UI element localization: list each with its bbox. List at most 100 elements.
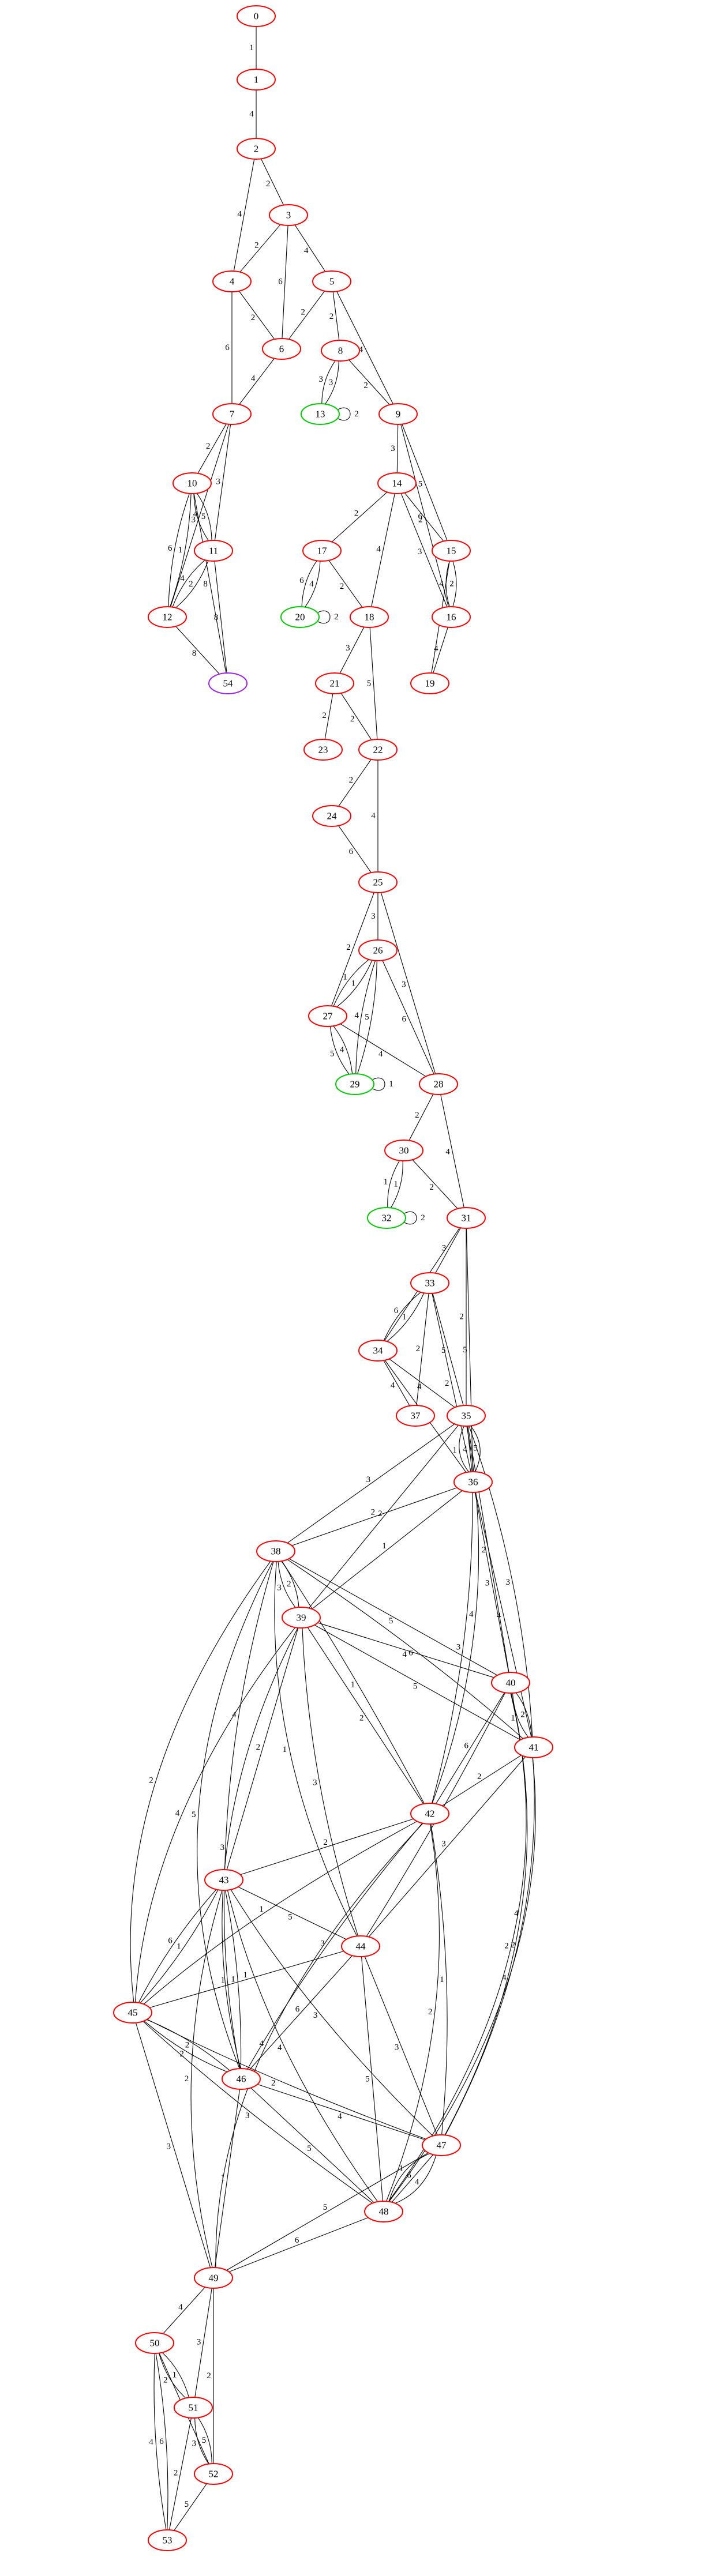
- node-45[interactable]: 45: [113, 2002, 152, 2024]
- edge-44-47: [364, 1956, 438, 2135]
- node-51[interactable]: 51: [174, 2397, 213, 2419]
- edge-label-39-41: 5: [413, 1682, 418, 1691]
- node-39[interactable]: 39: [282, 1607, 321, 1629]
- node-29[interactable]: 29: [335, 1073, 374, 1095]
- node-38[interactable]: 38: [256, 1540, 295, 1562]
- node-4-fill: [213, 271, 251, 292]
- node-33[interactable]: 33: [410, 1272, 449, 1294]
- node-32-fill: [368, 1208, 406, 1228]
- edge-label-26-29: 4: [354, 1011, 359, 1020]
- node-22[interactable]: 22: [358, 739, 398, 761]
- edge-6-7: [239, 358, 275, 405]
- node-32[interactable]: 32: [367, 1207, 406, 1229]
- node-37[interactable]: 37: [396, 1405, 435, 1427]
- edge-12-54: [175, 626, 220, 675]
- node-19[interactable]: 19: [410, 672, 449, 694]
- edge-38-43: [224, 1561, 274, 1870]
- node-6-label: 6: [279, 344, 284, 355]
- node-37-ellipse: [396, 1405, 435, 1427]
- node-10[interactable]: 10: [173, 472, 212, 494]
- node-54[interactable]: 54: [208, 672, 248, 694]
- node-46-ellipse: [222, 2068, 261, 2090]
- edge-10-11: [193, 493, 209, 541]
- edge-43-49: [190, 1890, 223, 2268]
- node-6[interactable]: 6: [262, 338, 301, 360]
- node-45-fill: [114, 2002, 152, 2023]
- node-3[interactable]: 3: [269, 204, 308, 226]
- node-41[interactable]: 41: [514, 1736, 553, 1758]
- edge-label-2-3: 2: [266, 179, 271, 189]
- node-25-fill: [359, 872, 397, 893]
- edge-label-36-39: 1: [382, 1541, 387, 1551]
- node-50[interactable]: 50: [135, 2332, 174, 2354]
- node-24[interactable]: 24: [312, 805, 351, 827]
- edge-label-42-46: 3: [320, 1939, 325, 1948]
- node-23[interactable]: 23: [303, 739, 343, 761]
- node-0[interactable]: 0: [237, 5, 276, 27]
- node-4[interactable]: 4: [212, 270, 252, 292]
- node-18[interactable]: 18: [350, 606, 389, 628]
- node-36-fill: [454, 1472, 492, 1492]
- node-14[interactable]: 14: [377, 472, 417, 494]
- node-2[interactable]: 2: [237, 138, 276, 160]
- node-17[interactable]: 17: [302, 540, 342, 562]
- node-13[interactable]: 13: [301, 403, 340, 425]
- edge-28-30: [408, 1094, 434, 1141]
- edge-label-38-39: 2: [287, 1580, 291, 1589]
- node-48[interactable]: 48: [364, 2201, 403, 2222]
- node-12-fill: [148, 607, 186, 627]
- node-9[interactable]: 9: [378, 403, 418, 425]
- edge-43-46: [223, 1890, 241, 2069]
- node-11[interactable]: 11: [194, 540, 233, 562]
- node-20[interactable]: 20: [280, 606, 320, 628]
- edge-50-51: [158, 2353, 186, 2398]
- node-52-ellipse: [194, 2463, 233, 2485]
- node-43[interactable]: 43: [204, 1869, 243, 1891]
- node-30[interactable]: 30: [384, 1140, 423, 1161]
- edge-17-18: [328, 560, 363, 608]
- edge-46-47: [257, 2084, 425, 2141]
- node-49[interactable]: 49: [194, 2267, 233, 2289]
- node-5[interactable]: 5: [312, 270, 351, 292]
- node-47[interactable]: 47: [422, 2134, 461, 2156]
- node-44[interactable]: 44: [341, 1935, 380, 1957]
- node-34[interactable]: 34: [358, 1340, 398, 1362]
- node-21[interactable]: 21: [315, 672, 354, 694]
- node-15[interactable]: 15: [432, 540, 471, 562]
- edge-9-15: [402, 424, 448, 541]
- edge-label-43-46: 1: [220, 1976, 225, 1985]
- edge-label-15-16: 4: [439, 580, 444, 589]
- node-35[interactable]: 35: [447, 1405, 486, 1427]
- node-28[interactable]: 28: [419, 1073, 458, 1095]
- node-41-label: 41: [529, 1742, 539, 1753]
- node-7[interactable]: 7: [212, 403, 252, 425]
- edge-label-32-32: 2: [421, 1213, 425, 1223]
- edge-33-36: [432, 1293, 471, 1472]
- edge-50-51: [162, 2352, 190, 2398]
- node-6-ellipse: [262, 338, 301, 360]
- edge-10-12: [170, 493, 192, 607]
- node-53[interactable]: 53: [148, 2529, 187, 2551]
- edge-8-9: [348, 359, 390, 405]
- node-46[interactable]: 46: [222, 2068, 261, 2090]
- node-52[interactable]: 52: [194, 2463, 233, 2485]
- node-40[interactable]: 40: [491, 1672, 530, 1694]
- edge-14-17: [331, 491, 388, 543]
- node-8[interactable]: 8: [321, 340, 360, 362]
- node-12[interactable]: 12: [148, 606, 187, 628]
- edge-label-17-18: 2: [340, 582, 344, 591]
- edge-7-12: [170, 424, 229, 607]
- node-42[interactable]: 42: [410, 1803, 449, 1825]
- edge-31-33: [435, 1227, 461, 1274]
- edge-label-17-20: 4: [309, 580, 314, 589]
- node-31[interactable]: 31: [447, 1207, 486, 1229]
- node-26[interactable]: 26: [358, 939, 398, 961]
- node-1[interactable]: 1: [237, 69, 276, 91]
- edge-35-41: [468, 1426, 533, 1738]
- node-25[interactable]: 25: [358, 871, 398, 893]
- node-27[interactable]: 27: [308, 1005, 347, 1027]
- node-16[interactable]: 16: [432, 606, 471, 628]
- edge-label-34-37: 4: [391, 1381, 395, 1390]
- node-36[interactable]: 36: [453, 1471, 493, 1493]
